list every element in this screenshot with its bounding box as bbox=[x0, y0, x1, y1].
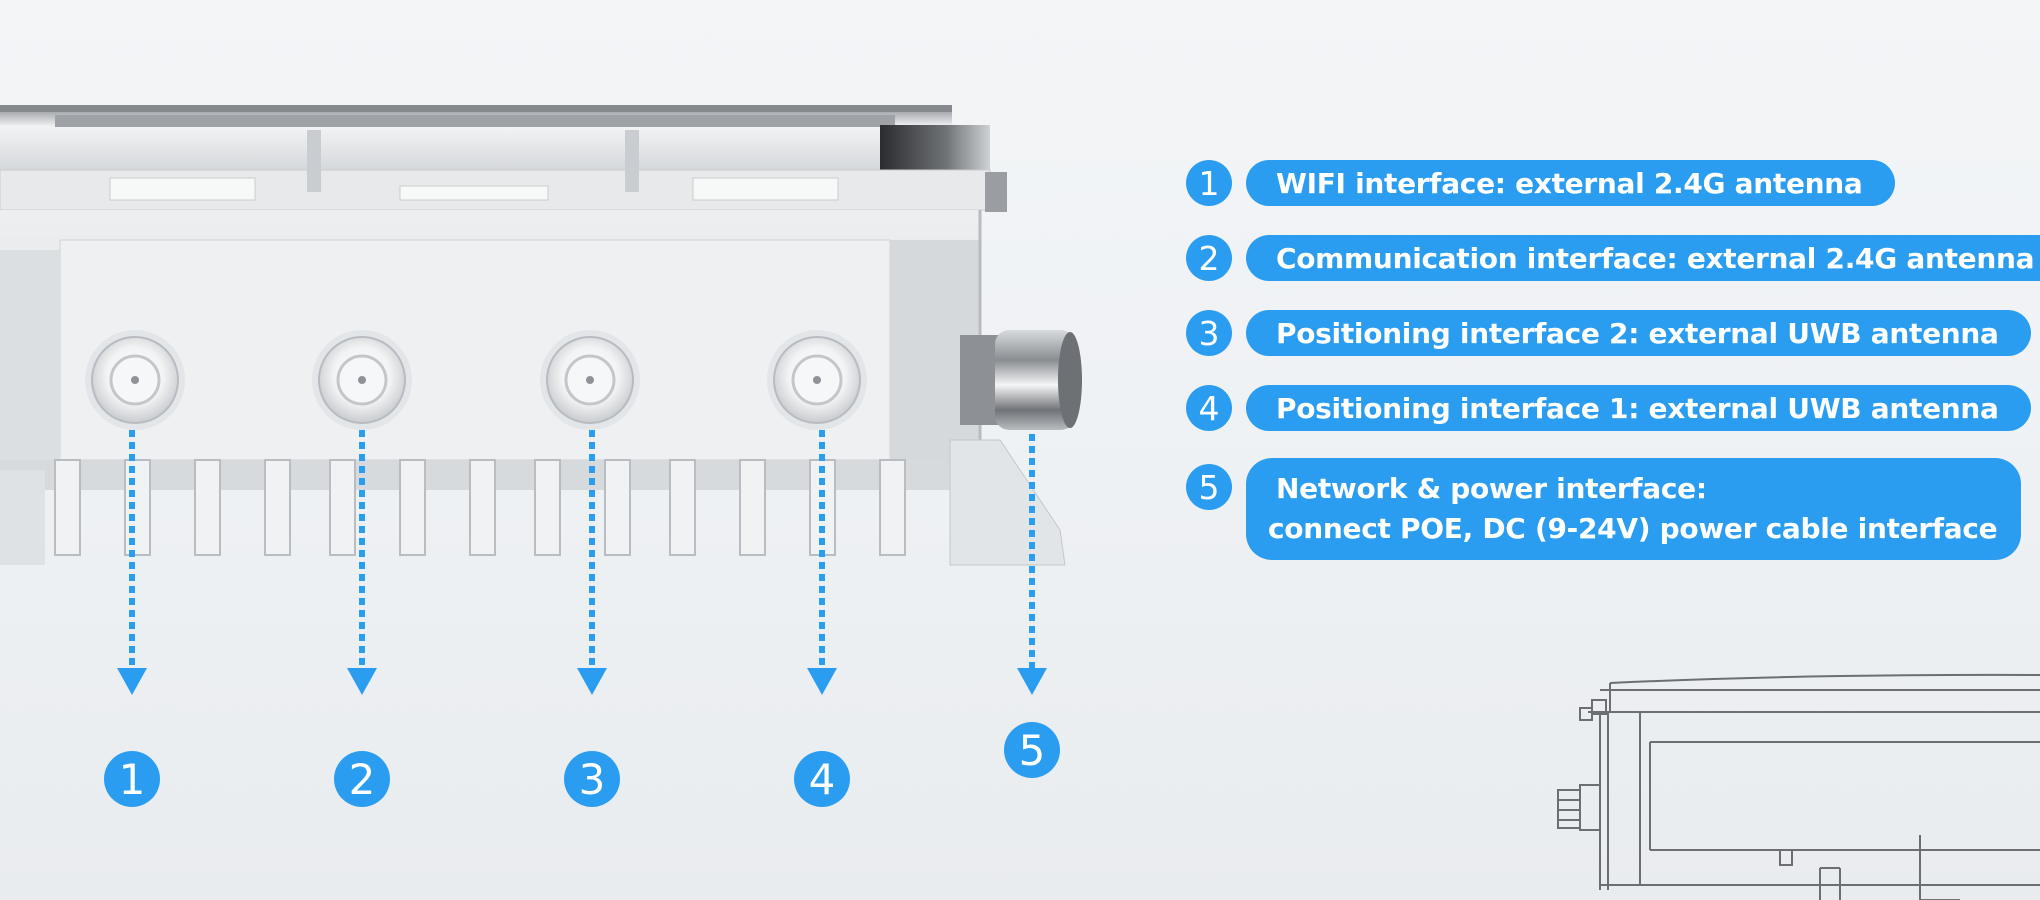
legend-label-5-line-1: Network & power interface: bbox=[1276, 472, 1707, 505]
legend-label-5-line-2: connect POE, DC (9-24V) power cable inte… bbox=[1268, 512, 1998, 545]
legend-item-1: 1 WIFI interface: external 2.4G antenna bbox=[1186, 160, 1895, 206]
device-illustration bbox=[0, 105, 1082, 695]
legend-item-3: 3 Positioning interface 2: external UWB … bbox=[1186, 310, 2031, 356]
device-outline-drawing bbox=[1557, 673, 2040, 900]
legend-label-5: Network & power interface: connect POE, … bbox=[1246, 458, 2022, 560]
legend-label-4: Positioning interface 1: external UWB an… bbox=[1246, 385, 2031, 431]
port-number-5: 5 bbox=[1004, 722, 1060, 778]
legend-item-5: 5 Network & power interface: connect POE… bbox=[1186, 458, 2022, 560]
legend-number-3: 3 bbox=[1186, 310, 1232, 356]
port-number-4: 4 bbox=[794, 751, 850, 807]
legend-label-2: Communication interface: external 2.4G a… bbox=[1246, 235, 2040, 281]
legend-number-2: 2 bbox=[1186, 235, 1232, 281]
port-number-3: 3 bbox=[564, 751, 620, 807]
legend-item-4: 4 Positioning interface 1: external UWB … bbox=[1186, 385, 2031, 431]
port-number-2: 2 bbox=[334, 751, 390, 807]
legend-item-2: 2 Communication interface: external 2.4G… bbox=[1186, 235, 2040, 281]
legend-number-5: 5 bbox=[1186, 464, 1232, 510]
legend-number-1: 1 bbox=[1186, 160, 1232, 206]
legend-number-4: 4 bbox=[1186, 385, 1232, 431]
legend-label-1: WIFI interface: external 2.4G antenna bbox=[1246, 160, 1895, 206]
port-number-1: 1 bbox=[104, 751, 160, 807]
legend-label-3: Positioning interface 2: external UWB an… bbox=[1246, 310, 2031, 356]
